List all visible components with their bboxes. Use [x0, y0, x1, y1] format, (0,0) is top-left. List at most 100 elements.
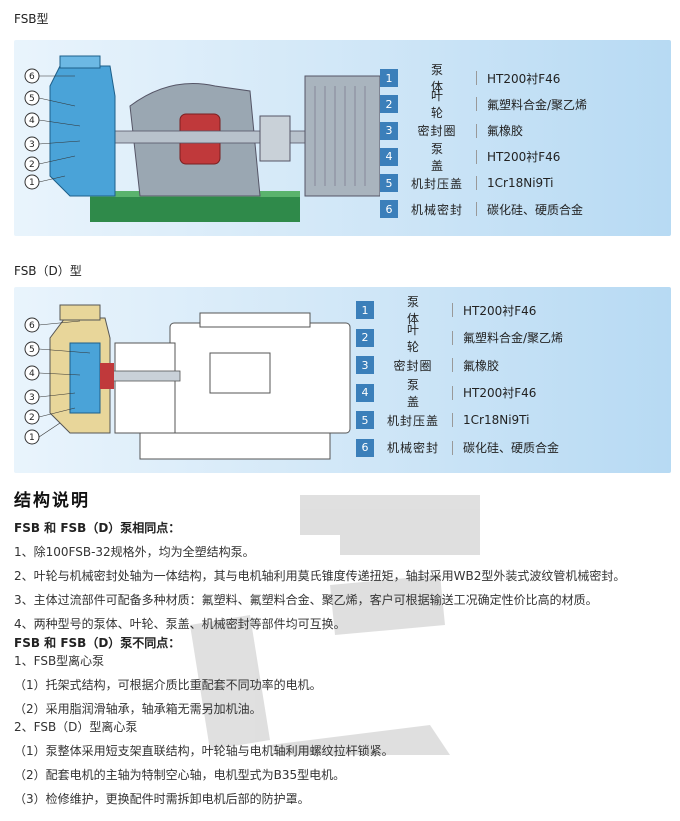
structure-line: （2）采用脂润滑轴承，轴承箱无需另加机油。	[14, 702, 262, 716]
inlet-flange	[59, 55, 101, 69]
callout-1-m1: 1	[29, 178, 35, 188]
callout-4-m1: 4	[29, 116, 35, 126]
separator	[452, 413, 453, 428]
part-number-badge: 5	[356, 411, 374, 430]
separator	[476, 97, 477, 112]
pump-casing	[49, 65, 116, 197]
motor-base	[139, 432, 331, 460]
structure-title: 结构说明	[14, 491, 90, 511]
model2-panel: 6 5 4 3 2 1	[14, 287, 671, 473]
separator	[476, 202, 477, 217]
structure-subheading: FSB 和 FSB（D）泵不同点：	[14, 636, 181, 650]
part-material: HT200衬F46	[463, 303, 537, 318]
model2-title: FSB（D）型	[14, 264, 82, 278]
part-material: 氟塑料合金/聚乙烯	[487, 97, 588, 112]
callout-6-m1: 6	[29, 72, 35, 82]
part-number-badge: 3	[356, 356, 374, 375]
part-material: 氟橡胶	[487, 124, 524, 139]
structure-line: （1）泵整体采用短支架直联结构，叶轮轴与电机轴利用螺纹拉杆锁紧。	[14, 744, 394, 758]
part-name: 机封压盖	[386, 413, 439, 428]
fsbd-pump-drawing: 6 5 4 3 2 1	[24, 304, 351, 460]
coupling	[259, 115, 291, 162]
inlet-flange	[59, 304, 101, 321]
separator	[476, 123, 477, 138]
callout-4-m2: 4	[29, 369, 35, 379]
structure-line: （3）检修维护，更换配件时需拆卸电机后部的防护罩。	[14, 792, 310, 806]
part-name: 机封压盖	[410, 176, 463, 191]
part-name: 泵 盖	[406, 377, 439, 409]
spec-row: 5 机封压盖 1Cr18Ni9Ti	[380, 171, 587, 195]
separator	[476, 71, 477, 85]
separator	[452, 330, 453, 345]
spec-row: 2 叶 轮 氟塑料合金/聚乙烯	[380, 89, 588, 120]
part-number-badge: 5	[380, 174, 398, 193]
part-number-badge: 1	[356, 301, 374, 319]
part-name: 泵 体	[406, 295, 439, 326]
callout-2-m2: 2	[29, 413, 35, 423]
separator	[452, 358, 453, 373]
part-number-badge: 4	[356, 383, 374, 402]
callout-2-m1: 2	[29, 160, 35, 170]
spec-row: 4 泵 盖 HT200衬F46	[380, 142, 587, 173]
spec-row: 1 泵 体 HT200衬F46	[356, 295, 563, 326]
part-material: 氟塑料合金/聚乙烯	[463, 331, 564, 346]
callout-1-m2: 1	[29, 433, 35, 443]
structure-line: （1）托架式结构，可根据介质比重配套不同功率的电机。	[14, 678, 322, 692]
structure-line: （2）配套电机的主轴为特制空心轴，电机型式为B35型电机。	[14, 768, 346, 782]
structure-subheading: FSB 和 FSB（D）泵相同点：	[14, 521, 181, 535]
part-number-badge: 4	[380, 147, 398, 166]
separator	[476, 149, 477, 164]
structure-line: 4、两种型号的泵体、叶轮、泵盖、机械密封等部件均可互换。	[14, 617, 346, 631]
part-material: 碳化硅、硬质合金	[463, 441, 560, 456]
part-material: 1Cr18Ni9Ti	[463, 413, 530, 428]
part-number-badge: 6	[380, 200, 398, 219]
spec-row: 6 机械密封 碳化硅、硬质合金	[380, 197, 587, 221]
part-number-badge: 2	[380, 95, 398, 114]
part-number-badge: 2	[356, 328, 374, 347]
structure-line: 1、除100FSB-32规格外，均为全塑结构泵。	[14, 545, 255, 559]
part-material: 1Cr18Ni9Ti	[487, 176, 554, 191]
structure-line: 2、FSB（D）型离心泵	[14, 720, 138, 734]
part-material: HT200衬F46	[487, 150, 561, 165]
part-name: 机械密封	[410, 202, 463, 217]
separator	[452, 385, 453, 400]
spec-row: 3 密封圈 氟橡胶	[356, 352, 563, 378]
callout-5-m1: 5	[29, 94, 35, 104]
impeller	[69, 342, 101, 414]
base-frame	[90, 196, 300, 222]
callout-5-m2: 5	[29, 345, 35, 355]
fsb-pump-drawing: 6 5 4 3 2 1	[24, 55, 380, 222]
part-name: 泵 盖	[430, 141, 463, 173]
part-name: 叶 轮	[430, 89, 463, 121]
callout-3-m2: 3	[29, 393, 35, 403]
terminal-box	[209, 352, 271, 394]
part-name: 密封圈	[393, 358, 433, 373]
motor	[304, 75, 380, 197]
part-material: 碳化硅、硬质合金	[487, 202, 584, 217]
structure-line: 3、主体过流部件可配备多种材质：氟塑料、氟塑料合金、聚乙烯，客户可根据输送工况确…	[14, 593, 598, 607]
bracket	[114, 342, 176, 434]
part-name: 泵 体	[430, 63, 463, 94]
model1-panel: 6 5 4 3 2 1	[14, 40, 671, 236]
structure-line: 2、叶轮与机械密封处轴为一体结构，其与电机轴利用莫氏锥度传递扭矩，轴封采用WB2…	[14, 569, 626, 583]
separator	[452, 440, 453, 455]
part-name: 机械密封	[386, 441, 439, 456]
part-number-badge: 1	[380, 69, 398, 87]
separator	[452, 303, 453, 317]
part-material: HT200衬F46	[463, 386, 537, 401]
watermark-logo	[190, 495, 480, 755]
spec-row: 5 机封压盖 1Cr18Ni9Ti	[356, 407, 563, 433]
seal-red	[100, 363, 114, 389]
callout-6-m2: 6	[29, 321, 35, 331]
part-material: 氟橡胶	[463, 358, 500, 373]
model1-title: FSB型	[14, 12, 49, 26]
motor-top	[199, 312, 311, 328]
callout-3-m1: 3	[29, 140, 35, 150]
structure-line: 1、FSB型离心泵	[14, 654, 105, 668]
